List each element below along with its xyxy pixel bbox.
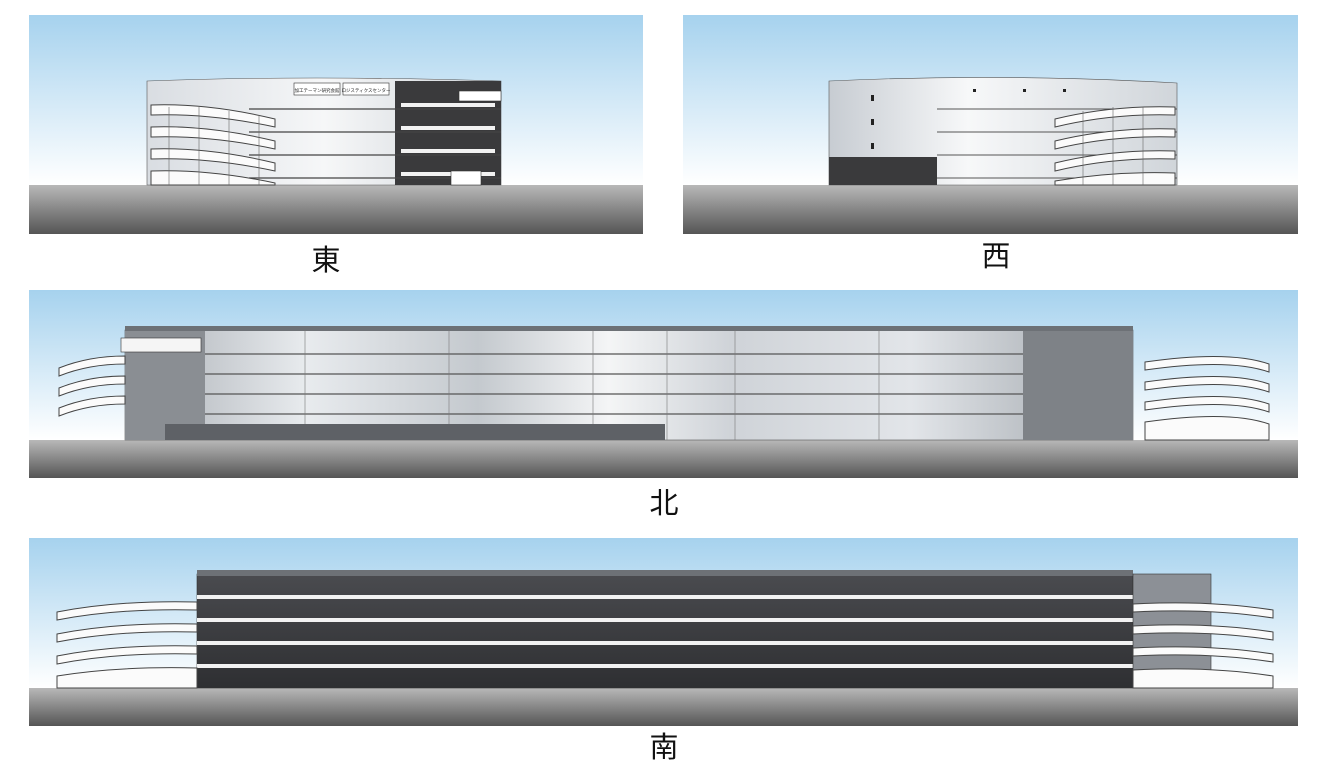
- north-bay-lines: [304, 330, 880, 440]
- west-spiral-ramp: [1054, 106, 1176, 186]
- east-window-bands: [401, 103, 495, 176]
- east-ramp-posts: [168, 107, 260, 185]
- north-right-core: [1023, 330, 1133, 440]
- east-label: 東: [311, 243, 341, 277]
- east-entrance: [450, 170, 482, 186]
- east-penthouse: [458, 90, 502, 102]
- east-sign-box-1: [293, 82, 341, 96]
- north-elevation-panel: [29, 290, 1298, 478]
- east-sign-box-2: [342, 82, 390, 96]
- west-openings: [871, 89, 1066, 149]
- north-left-ramp: [58, 355, 126, 417]
- north-right-ramp: [1144, 356, 1270, 441]
- north-building-body: [124, 329, 1134, 441]
- west-ramp-posts: [1082, 107, 1144, 185]
- east-sign-left: 加工テーマン研究会館: [295, 87, 340, 94]
- south-label: 南: [649, 730, 679, 764]
- ground: [29, 688, 1298, 726]
- west-elevation-drawing: [683, 15, 1298, 234]
- ground: [29, 440, 1298, 478]
- east-floor-slabs: [249, 108, 501, 179]
- south-elevation-panel: [29, 538, 1298, 726]
- east-elevation-drawing: 加工テーマン研究会館 ロジスティクスセンター: [29, 15, 643, 234]
- ground: [683, 185, 1298, 234]
- south-building-body: [196, 573, 1134, 689]
- north-floor-slabs: [205, 353, 1023, 415]
- south-left-ramp: [56, 601, 198, 689]
- north-elevation-drawing: [29, 290, 1298, 478]
- south-right-ramp: [1132, 602, 1274, 689]
- north-penthouse: [120, 337, 202, 353]
- north-roof-parapet: [125, 326, 1133, 331]
- north-label: 北: [649, 486, 679, 520]
- south-roof-parapet: [197, 570, 1133, 576]
- east-spiral-ramp: [150, 104, 276, 186]
- west-elevation-panel: [683, 15, 1298, 234]
- west-label: 西: [981, 239, 1011, 273]
- ground: [29, 185, 643, 234]
- east-sign-right: ロジスティクスセンター: [341, 87, 391, 94]
- south-floor-slabs: [197, 595, 1133, 668]
- north-dock-band: [165, 424, 665, 440]
- south-elevation-drawing: [29, 538, 1298, 726]
- east-elevation-panel: 加工テーマン研究会館 ロジスティクスセンター: [29, 15, 643, 234]
- west-dark-base: [829, 157, 937, 185]
